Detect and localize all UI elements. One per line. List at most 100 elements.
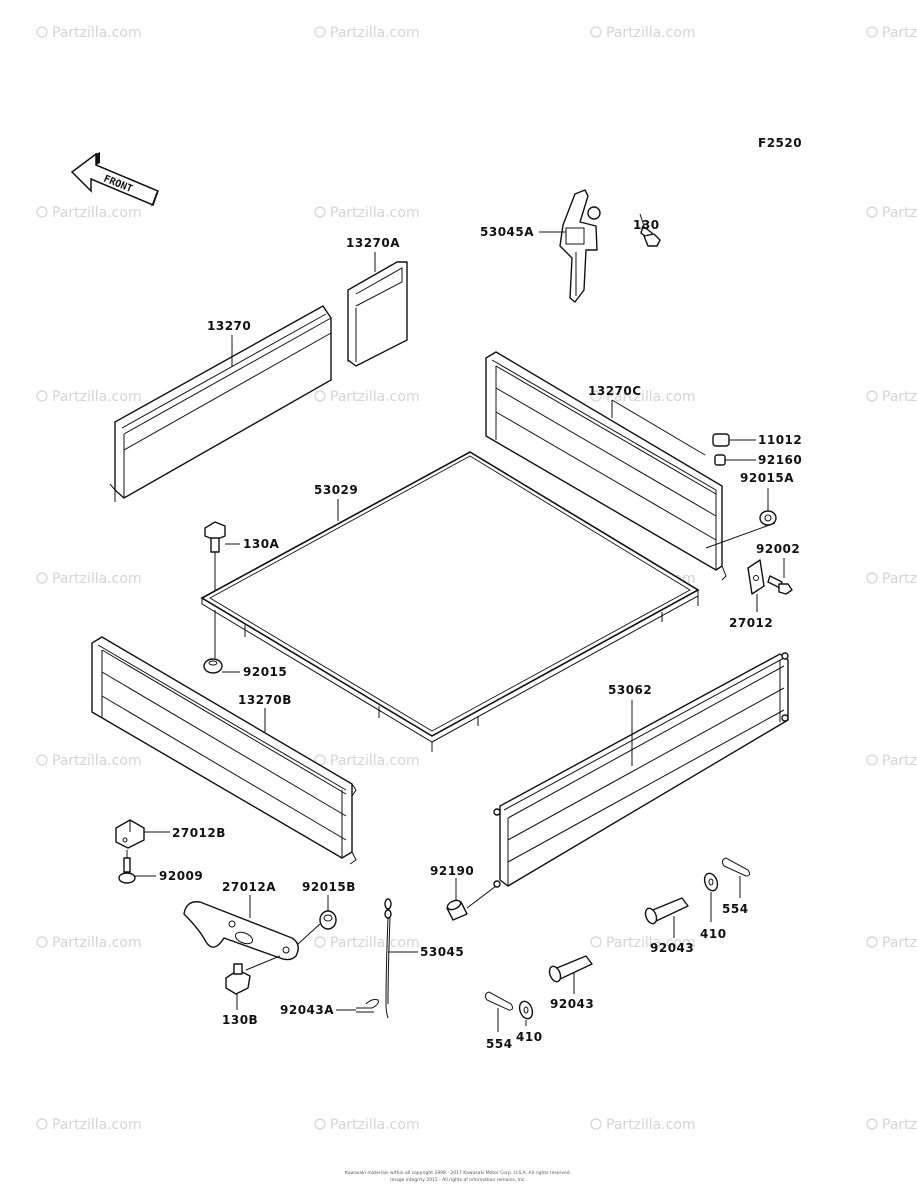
svg-text:Partzilla.com: Partzilla.com bbox=[882, 571, 917, 587]
svg-text:Partzilla.com: Partzilla.com bbox=[882, 935, 917, 951]
clip-92043A-part bbox=[356, 999, 379, 1013]
callout-410a: 410 bbox=[700, 927, 727, 941]
svg-text:Partzilla.com: Partzilla.com bbox=[882, 389, 917, 405]
callout-27012B: 27012B bbox=[172, 826, 226, 840]
callout-53029: 53029 bbox=[314, 483, 358, 497]
pin-92043-lower-part bbox=[548, 955, 593, 983]
bolt-130-part bbox=[640, 225, 661, 247]
svg-text:Partzilla.com: Partzilla.com bbox=[52, 571, 142, 587]
callout-13270: 13270 bbox=[207, 319, 251, 333]
leader-line bbox=[466, 885, 497, 909]
watermark: Partzilla.com bbox=[866, 571, 917, 587]
bracket-27012B-part bbox=[115, 819, 145, 849]
watermark: Partzilla.com bbox=[314, 935, 420, 951]
callout-53062: 53062 bbox=[608, 683, 652, 697]
watermark: Partzilla.com bbox=[866, 1117, 917, 1133]
latch-lever-part bbox=[559, 189, 601, 303]
callout-92015: 92015 bbox=[243, 665, 287, 679]
svg-text:Partzilla.com: Partzilla.com bbox=[606, 935, 696, 951]
callout-410b: 410 bbox=[516, 1030, 543, 1044]
svg-text:Partzilla.com: Partzilla.com bbox=[330, 753, 420, 769]
svg-text:Partzilla.com: Partzilla.com bbox=[330, 205, 420, 221]
watermark: Partzilla.com bbox=[314, 1117, 420, 1133]
callout-13270B: 13270B bbox=[238, 693, 292, 707]
right-gate-13270C-part bbox=[485, 351, 727, 581]
cap-92160-part bbox=[714, 454, 726, 466]
collar-92015B-part bbox=[319, 910, 337, 930]
callout-11012: 11012 bbox=[758, 433, 802, 447]
watermark: Partzilla.com bbox=[36, 205, 142, 221]
watermark: Partzilla.com bbox=[314, 389, 420, 405]
leader-line bbox=[705, 522, 776, 549]
watermark: Partzilla.com bbox=[36, 1117, 142, 1133]
watermark: Partzilla.com bbox=[866, 935, 917, 951]
svg-text:Partzilla.com: Partzilla.com bbox=[52, 25, 142, 41]
watermark: Partzilla.com bbox=[36, 753, 142, 769]
svg-text:Partzilla.com: Partzilla.com bbox=[882, 25, 917, 41]
bed-frame-53029-part bbox=[200, 451, 700, 752]
bolt-130B-part bbox=[225, 963, 251, 995]
callout-130: 130 bbox=[633, 218, 660, 232]
svg-text:Partzilla.com: Partzilla.com bbox=[882, 753, 917, 769]
callout-53045A: 53045A bbox=[480, 225, 534, 239]
callout-92043b: 92043 bbox=[550, 997, 594, 1011]
nut-92015A-part bbox=[759, 510, 777, 526]
watermark: Partzilla.com bbox=[314, 205, 420, 221]
leader-line bbox=[611, 399, 706, 456]
callout-53045: 53045 bbox=[420, 945, 464, 959]
callout-92015B: 92015B bbox=[302, 880, 356, 894]
callout-92043A: 92043A bbox=[280, 1003, 334, 1017]
callout-92160: 92160 bbox=[758, 453, 802, 467]
callout-92190: 92190 bbox=[430, 864, 474, 878]
watermark: Partzilla.com bbox=[866, 389, 917, 405]
watermark: Partzilla.com bbox=[36, 25, 142, 41]
watermark: Partzilla.com bbox=[866, 25, 917, 41]
cotter-pin-554-upper-part bbox=[721, 857, 751, 877]
front-arrow-icon: FRONT bbox=[70, 152, 159, 207]
svg-text:Partzilla.com: Partzilla.com bbox=[52, 935, 142, 951]
svg-text:Partzilla.com: Partzilla.com bbox=[606, 389, 696, 405]
cable-53045-part bbox=[384, 898, 392, 1019]
watermark: Partzilla.com bbox=[590, 935, 696, 951]
leader-line bbox=[297, 923, 321, 945]
cap-11012-part bbox=[712, 433, 730, 447]
svg-text:Partzilla.com: Partzilla.com bbox=[52, 389, 142, 405]
footer-copyright: Kawasaki materials within all copyright … bbox=[345, 1170, 571, 1176]
svg-text:Partzilla.com: Partzilla.com bbox=[52, 1117, 142, 1133]
callout-130B: 130B bbox=[222, 1013, 258, 1027]
callout-554a: 554 bbox=[722, 902, 749, 916]
watermark: Partzilla.com bbox=[590, 1117, 696, 1133]
callout-92015A: 92015A bbox=[740, 471, 794, 485]
figure-code: F2520 bbox=[758, 136, 802, 150]
svg-text:Partzilla.com: Partzilla.com bbox=[882, 205, 917, 221]
nut-92015-part bbox=[203, 658, 223, 674]
front-gate-13270A-part bbox=[347, 261, 408, 367]
left-gate-13270B-part bbox=[91, 636, 357, 865]
watermark: Partzilla.com bbox=[314, 753, 420, 769]
callout-130A: 130A bbox=[243, 537, 280, 551]
watermark: Partzilla.com bbox=[36, 389, 142, 405]
pin-92043-upper-part bbox=[644, 897, 689, 925]
screw-92009-part bbox=[118, 857, 136, 884]
watermark: Partzilla.com bbox=[36, 935, 142, 951]
callout-13270A: 13270A bbox=[346, 236, 400, 250]
leader-line bbox=[639, 213, 645, 227]
footer-image-note: Image integrity 2015 - All rights of inf… bbox=[390, 1177, 526, 1183]
svg-text:Partzilla.com: Partzilla.com bbox=[330, 935, 420, 951]
watermark: Partzilla.com bbox=[590, 389, 696, 405]
svg-text:Partzilla.com: Partzilla.com bbox=[52, 205, 142, 221]
bolt-92002-part bbox=[767, 575, 793, 595]
washer-410-upper-part bbox=[703, 872, 719, 892]
callout-92043a: 92043 bbox=[650, 941, 694, 955]
bolt-130A-part bbox=[204, 521, 226, 553]
bracket-27012-part bbox=[747, 559, 765, 595]
svg-text:Partzilla.com: Partzilla.com bbox=[330, 389, 420, 405]
washer-410-lower-part bbox=[518, 1000, 534, 1020]
callout-13270C: 13270C bbox=[588, 384, 642, 398]
svg-text:Partzilla.com: Partzilla.com bbox=[52, 753, 142, 769]
svg-text:Partzilla.com: Partzilla.com bbox=[606, 1117, 696, 1133]
watermark: Partzilla.com bbox=[314, 25, 420, 41]
leader-line bbox=[245, 955, 281, 971]
svg-text:Partzilla.com: Partzilla.com bbox=[330, 1117, 420, 1133]
